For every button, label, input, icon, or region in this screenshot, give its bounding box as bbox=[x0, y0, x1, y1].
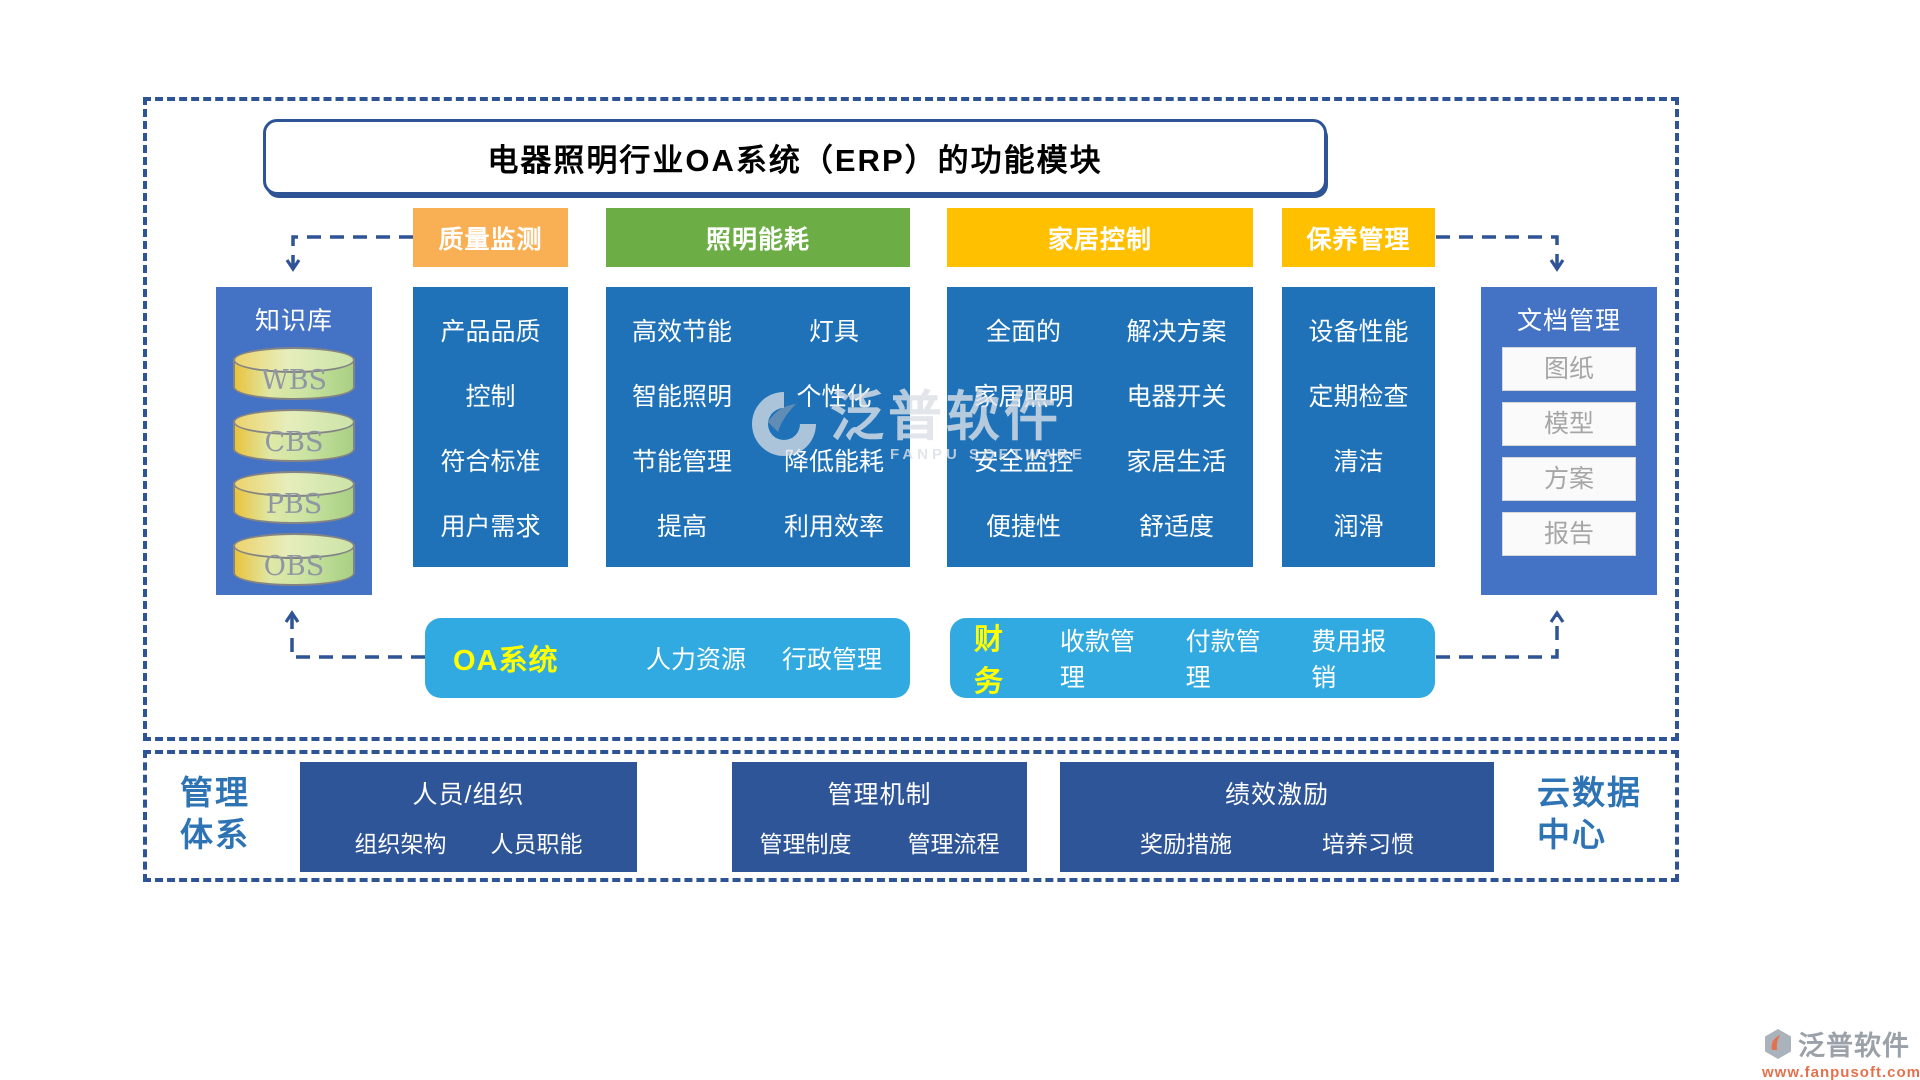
column-item: 定期检查 bbox=[1308, 382, 1409, 411]
corner-watermark-url: www.fanpusoft.com bbox=[1762, 1064, 1920, 1080]
oa-item: 人力资源 bbox=[645, 646, 746, 674]
knowledge-base-title: 知识库 bbox=[254, 307, 333, 335]
header-lighting-energy: 照明能耗 bbox=[606, 208, 910, 267]
column-quality-monitoring: 产品品质 控制 符合标准 用户需求 bbox=[413, 287, 568, 567]
column-sublist: 灯具 个性化 降低能耗 利用效率 bbox=[758, 287, 910, 567]
column-item: 提高 bbox=[656, 512, 707, 541]
personnel-organization-box: 人员/组织 组织架构 人员职能 bbox=[300, 762, 637, 872]
bottom-box-item: 管理制度 bbox=[759, 830, 852, 857]
personnel-organization-items: 组织架构 人员职能 bbox=[355, 825, 583, 859]
doc-item-reports: 报告 bbox=[1502, 512, 1636, 556]
oa-system-row: OA系统 人力资源 行政管理 bbox=[425, 618, 910, 698]
column-item: 润滑 bbox=[1333, 512, 1384, 541]
document-management-title: 文档管理 bbox=[1516, 307, 1621, 335]
doc-item-models: 模型 bbox=[1502, 402, 1636, 446]
finance-item: 费用报销 bbox=[1311, 628, 1387, 692]
cloud-data-center-label-line1: 云数据 bbox=[1537, 774, 1642, 811]
column-item: 用户需求 bbox=[440, 512, 541, 541]
bottom-dashed-frame bbox=[143, 750, 1679, 882]
cylinder-label: WBS bbox=[260, 365, 328, 396]
column-item: 设备性能 bbox=[1308, 317, 1409, 346]
cylinder-top bbox=[233, 409, 355, 435]
column-maintenance: 设备性能 定期检查 清洁 润滑 bbox=[1282, 287, 1435, 567]
bottom-box-item: 人员职能 bbox=[490, 830, 583, 857]
column-item: 便捷性 bbox=[985, 512, 1061, 541]
performance-incentive-items: 奖励措施 培养习惯 bbox=[1140, 825, 1414, 859]
page-title: 电器照明行业OA系统（ERP）的功能模块 bbox=[487, 142, 1103, 178]
cylinder-label: PBS bbox=[265, 489, 323, 520]
oa-system-label: OA系统 bbox=[453, 645, 559, 677]
column-sublist: 全面的 家居照明 安全监控 便捷性 bbox=[947, 287, 1100, 567]
cylinder-top bbox=[233, 347, 355, 373]
cylinder-label: CBS bbox=[264, 427, 324, 458]
column-item: 解决方案 bbox=[1126, 317, 1227, 346]
management-mechanism-title: 管理机制 bbox=[827, 781, 932, 810]
finance-item: 付款管理 bbox=[1185, 628, 1261, 692]
corner-watermark-row: 泛普软件 bbox=[1762, 1024, 1920, 1063]
finance-label: 财务 bbox=[974, 624, 1005, 698]
column-item: 家居照明 bbox=[973, 382, 1074, 411]
document-management-panel: 文档管理 图纸 模型 方案 报告 bbox=[1481, 287, 1657, 595]
column-item: 舒适度 bbox=[1138, 512, 1214, 541]
column-item: 节能管理 bbox=[631, 447, 732, 476]
top-dashed-frame bbox=[143, 97, 1679, 741]
column-item: 电器开关 bbox=[1126, 382, 1227, 411]
cylinder-pbs: PBS bbox=[233, 471, 355, 526]
finance-item: 收款管理 bbox=[1059, 628, 1135, 692]
bottom-box-item: 培养习惯 bbox=[1322, 830, 1414, 857]
column-item: 产品品质 bbox=[440, 317, 541, 346]
cylinder-top bbox=[233, 471, 355, 497]
cylinder-top bbox=[233, 533, 355, 559]
column-lighting-energy: 高效节能 智能照明 节能管理 提高 灯具 个性化 降低能耗 利用效率 bbox=[606, 287, 910, 567]
column-item: 个性化 bbox=[796, 382, 872, 411]
column-item: 智能照明 bbox=[631, 382, 732, 411]
management-system-label-line1: 管理 bbox=[180, 774, 250, 811]
fanpu-corner-logo-icon bbox=[1765, 1028, 1791, 1059]
cylinder-label: OBS bbox=[263, 551, 325, 582]
doc-item-plans: 方案 bbox=[1502, 457, 1636, 501]
column-sublist: 高效节能 智能照明 节能管理 提高 bbox=[606, 287, 758, 567]
column-item: 安全监控 bbox=[973, 447, 1074, 476]
header-quality-monitoring: 质量监测 bbox=[413, 208, 568, 267]
management-mechanism-items: 管理制度 管理流程 bbox=[760, 825, 1000, 859]
column-item: 高效节能 bbox=[631, 317, 732, 346]
column-item: 清洁 bbox=[1333, 447, 1384, 476]
header-home-control: 家居控制 bbox=[947, 208, 1253, 267]
column-item: 控制 bbox=[465, 382, 516, 411]
cloud-data-center-label-line2: 中心 bbox=[1537, 816, 1607, 853]
doc-item-drawings: 图纸 bbox=[1502, 347, 1636, 391]
management-system-label-line2: 体系 bbox=[180, 816, 250, 853]
performance-incentive-title: 绩效激励 bbox=[1224, 781, 1329, 810]
bottom-box-item: 组织架构 bbox=[354, 830, 447, 857]
column-item: 降低能耗 bbox=[783, 447, 884, 476]
oa-item: 行政管理 bbox=[781, 646, 882, 674]
corner-watermark: 泛普软件 www.fanpusoft.com bbox=[1762, 1024, 1920, 1080]
management-system-label: 管理 体系 bbox=[180, 772, 250, 856]
bottom-box-item: 奖励措施 bbox=[1140, 830, 1232, 857]
header-maintenance: 保养管理 bbox=[1282, 208, 1435, 267]
column-item: 利用效率 bbox=[783, 512, 884, 541]
management-mechanism-box: 管理机制 管理制度 管理流程 bbox=[732, 762, 1027, 872]
bottom-box-item: 管理流程 bbox=[907, 830, 1000, 857]
cylinder-cbs: CBS bbox=[233, 409, 355, 464]
performance-incentive-box: 绩效激励 奖励措施 培养习惯 bbox=[1060, 762, 1494, 872]
cylinder-wbs: WBS bbox=[233, 347, 355, 402]
column-item: 家居生活 bbox=[1126, 447, 1227, 476]
column-item: 灯具 bbox=[808, 317, 859, 346]
knowledge-base-panel: 知识库 WBS CBS PBS OBS bbox=[216, 287, 372, 595]
cloud-data-center-label: 云数据 中心 bbox=[1537, 772, 1642, 856]
personnel-organization-title: 人员/组织 bbox=[412, 781, 525, 810]
column-item: 符合标准 bbox=[440, 447, 541, 476]
cylinder-obs: OBS bbox=[233, 533, 355, 588]
column-item: 全面的 bbox=[985, 317, 1061, 346]
column-home-control: 全面的 家居照明 安全监控 便捷性 解决方案 电器开关 家居生活 舒适度 bbox=[947, 287, 1253, 567]
finance-row: 财务 收款管理 付款管理 费用报销 bbox=[950, 618, 1435, 698]
corner-watermark-text: 泛普软件 bbox=[1798, 1031, 1910, 1061]
title-box: 电器照明行业OA系统（ERP）的功能模块 bbox=[263, 119, 1327, 195]
column-sublist: 解决方案 电器开关 家居生活 舒适度 bbox=[1100, 287, 1253, 567]
